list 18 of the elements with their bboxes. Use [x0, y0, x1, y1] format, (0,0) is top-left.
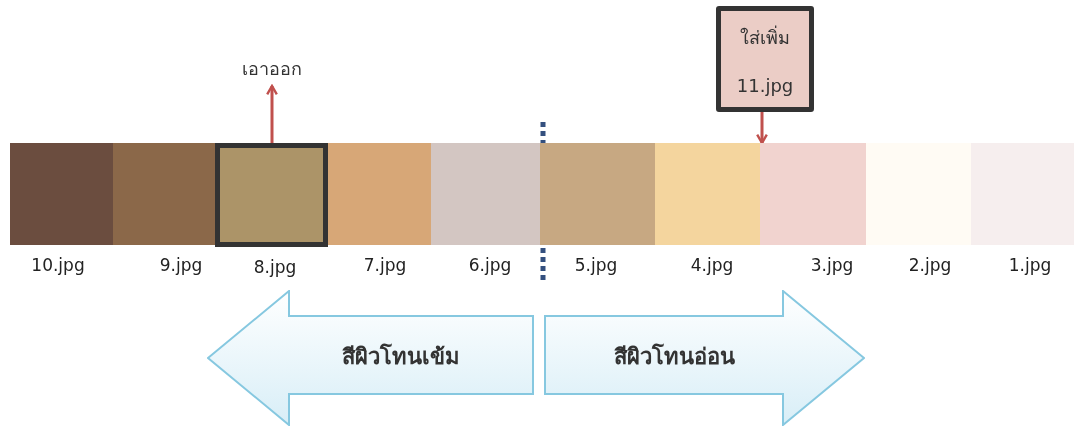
file-label: 3.jpg	[810, 255, 854, 275]
file-label: 1.jpg	[1008, 255, 1052, 275]
card-label: ใส่เพิ่ม	[740, 24, 790, 50]
file-label: 9.jpg	[159, 255, 203, 275]
file-label: 8.jpg	[253, 257, 297, 277]
annotation-text: เอาออก	[241, 57, 303, 81]
arrow	[756, 112, 768, 145]
file-label: 2.jpg	[908, 255, 952, 275]
card-label: 11.jpg	[736, 74, 794, 96]
image-card	[716, 6, 814, 112]
arrow-label: สีผิวโทนเข้ม	[342, 342, 460, 371]
arrow	[266, 84, 278, 143]
file-label: 5.jpg	[574, 255, 618, 275]
file-label: 7.jpg	[363, 255, 407, 275]
arrow-label: สีผิวโทนอ่อน	[613, 342, 735, 371]
file-label: 10.jpg	[31, 255, 85, 275]
file-label: 6.jpg	[468, 255, 512, 275]
file-label: 4.jpg	[690, 255, 734, 275]
